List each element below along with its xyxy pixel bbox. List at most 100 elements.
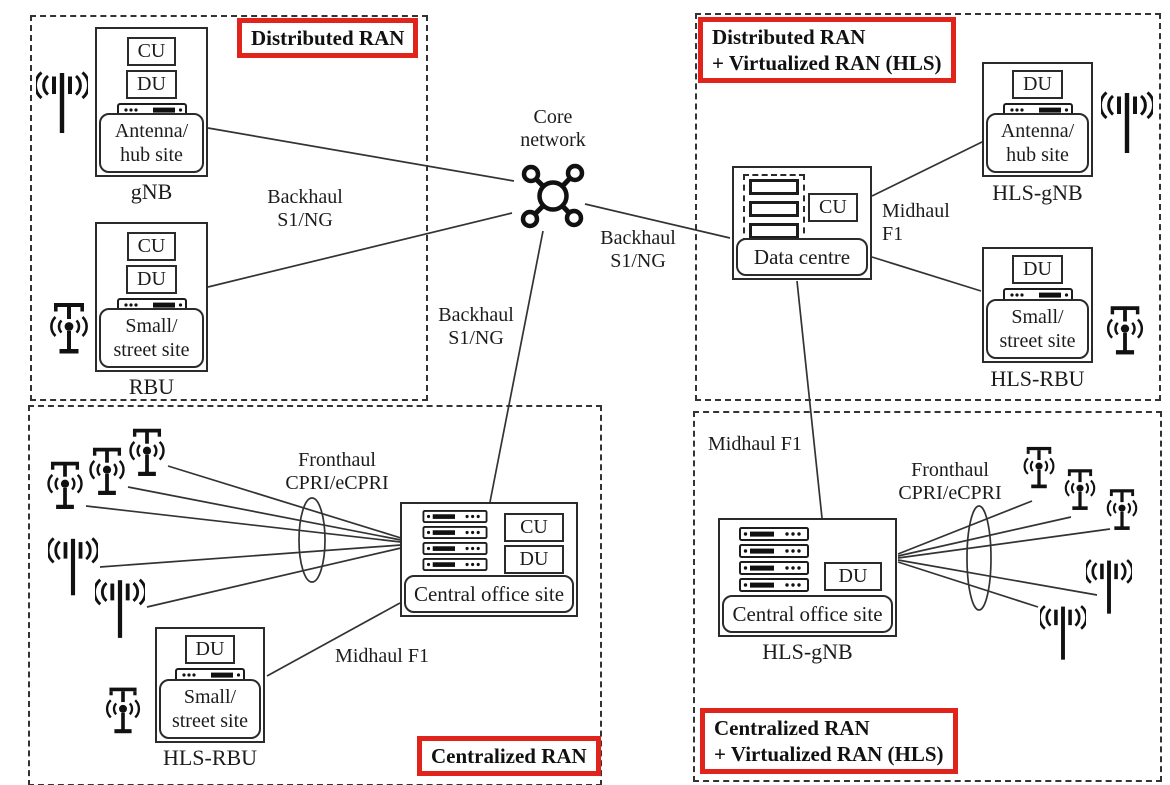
fronthaul-label-bl: Fronthaul CPRI/eCPRI — [267, 449, 407, 495]
site-line2: street site — [113, 339, 190, 361]
central-office-site-box: Central office site — [722, 595, 893, 633]
site-line1: Antenna/ — [114, 120, 189, 142]
server-blade — [749, 179, 799, 195]
hls-rbu-label-bl: HLS-RBU — [162, 745, 258, 770]
data-centre-node: CU Data centre — [732, 166, 872, 280]
midhaul-f1-label-br: Midhaul F1 — [708, 433, 802, 455]
street-antenna-icon — [105, 686, 141, 735]
street-antenna-icon — [47, 460, 83, 511]
street-antenna-icon — [129, 427, 165, 478]
site-line2: hub site — [1006, 144, 1069, 166]
midhaul-f1-label-bl: Midhaul F1 — [335, 645, 429, 667]
link-label-line2: CPRI/eCPRI — [285, 472, 389, 494]
server-unit-icon — [739, 561, 809, 575]
title-line: + Virtualized RAN (HLS) — [714, 742, 944, 766]
small-street-site-box: Small/ street site — [99, 308, 204, 368]
du-box: DU — [1012, 255, 1063, 284]
small-street-site-box: Small/ street site — [159, 679, 261, 739]
street-antenna-icon — [1023, 445, 1055, 490]
title-line: Distributed RAN — [712, 25, 866, 49]
macro-antenna-icon — [1101, 91, 1153, 155]
server-blade — [749, 201, 799, 217]
hls-rbu-label-tr: HLS-RBU — [990, 366, 1085, 391]
data-centre-box: Data centre — [736, 238, 868, 276]
du-box: DU — [1012, 70, 1063, 99]
link-label-line1: Fronthaul — [298, 449, 376, 471]
title-line: + Virtualized RAN (HLS) — [712, 51, 942, 75]
macro-antenna-icon — [1040, 604, 1086, 661]
site-line2: hub site — [120, 144, 183, 166]
server-unit-icon — [739, 544, 809, 558]
server-unit-icon — [739, 527, 809, 541]
site-line1: Data centre — [753, 245, 851, 269]
macro-antenna-icon — [48, 536, 98, 597]
site-line1: Central office site — [732, 602, 883, 626]
gnb-label: gNB — [130, 179, 173, 204]
site-line1: Antenna/ — [1000, 120, 1075, 142]
site-line1: Central office site — [413, 582, 565, 606]
hls-gnb-label-br: HLS-gNB — [762, 639, 853, 664]
macro-antenna-icon — [36, 71, 88, 135]
street-antenna-icon — [1106, 488, 1138, 531]
link-label-line1: Midhaul — [882, 200, 950, 222]
hls-rbu-node-tr: DU Small/ street site — [982, 247, 1093, 363]
street-antenna-icon — [1106, 304, 1144, 356]
link-label-line2: F1 — [882, 223, 904, 245]
rbu-label: RBU — [128, 374, 175, 399]
site-line1: Small/ — [183, 686, 237, 708]
du-box: DU — [126, 265, 177, 294]
title-centralized-virtualized-ran: Centralized RAN + Virtualized RAN (HLS) — [700, 708, 958, 774]
server-blade — [749, 223, 799, 239]
street-antenna-icon — [50, 301, 88, 355]
link-label-line1: Fronthaul — [911, 459, 989, 481]
link-label-line1: Backhaul — [600, 227, 676, 249]
macro-antenna-icon — [95, 578, 145, 640]
server-unit-icon — [422, 542, 488, 555]
title-centralized-ran: Centralized RAN — [417, 736, 601, 776]
central-office-site-box: Central office site — [404, 575, 574, 613]
cu-box: CU — [808, 193, 858, 222]
du-box: DU — [824, 562, 882, 591]
du-box: DU — [504, 545, 564, 574]
server-unit-icon — [422, 558, 488, 571]
panel-centralized-virtualized-ran — [693, 411, 1162, 782]
panel-distributed-ran — [30, 15, 428, 401]
hls-gnb-node-tr: DU Antenna/ hub site — [982, 62, 1093, 177]
site-line2: street site — [999, 330, 1076, 352]
central-office-node-bl: CU DU Central office site — [400, 502, 578, 617]
core-network-icon — [520, 163, 585, 229]
core-network-label: Core network — [493, 106, 613, 152]
title-distributed-ran: Distributed RAN — [237, 18, 419, 58]
core-label-line1: Core — [533, 106, 573, 128]
hls-rbu-node-bl: DU Small/ street site — [155, 627, 265, 743]
du-box: DU — [184, 635, 236, 664]
backhaul-s1ng-label-right: Backhaul S1/NG — [578, 227, 698, 273]
link-label-line2: S1/NG — [610, 250, 666, 272]
street-antenna-icon — [89, 446, 125, 497]
backhaul-s1ng-label-down: Backhaul S1/NG — [416, 304, 536, 350]
link-label-line2: S1/NG — [277, 209, 333, 231]
site-line2: street site — [171, 710, 249, 732]
server-unit-icon — [422, 526, 488, 539]
macro-antenna-icon — [1086, 558, 1132, 615]
antenna-hub-site-box: Antenna/ hub site — [986, 113, 1089, 173]
server-unit-icon — [739, 578, 809, 592]
hls-gnb-label-tr: HLS-gNB — [992, 180, 1083, 205]
cu-box: CU — [126, 232, 177, 261]
site-line1: Small/ — [125, 315, 178, 337]
fronthaul-label-br: Fronthaul CPRI/eCPRI — [880, 459, 1020, 505]
cu-box: CU — [504, 513, 564, 542]
small-street-site-box: Small/ street site — [986, 299, 1089, 359]
link-label-line1: Backhaul — [267, 186, 343, 208]
central-office-node-br: DU Central office site — [718, 518, 897, 637]
rbu-node: CU DU Small/ street site — [95, 222, 208, 372]
du-box: DU — [126, 70, 177, 99]
midhaul-f1-label-tr: Midhaul F1 — [882, 200, 950, 246]
cu-box: CU — [126, 37, 177, 66]
title-line: Centralized RAN — [714, 716, 870, 740]
server-stack — [420, 510, 490, 571]
title-distributed-virtualized-ran: Distributed RAN + Virtualized RAN (HLS) — [698, 17, 956, 83]
server-unit-icon — [422, 510, 488, 523]
site-line1: Small/ — [1011, 306, 1064, 328]
